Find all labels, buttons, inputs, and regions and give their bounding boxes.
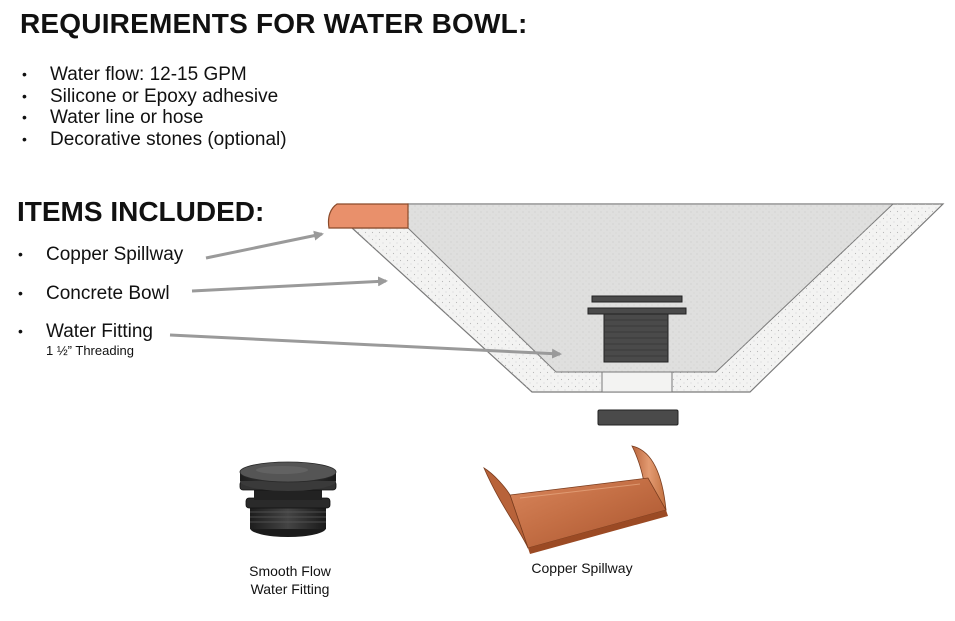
requirement-item: Decorative stones (optional) [22,129,287,151]
fitting-caption-line2: Water Fitting [250,581,330,597]
copper-spillway-lip [327,203,409,229]
water-fitting-product-image [239,461,337,537]
arrow-copper-spillway [205,230,324,260]
bullet-icon: • [18,246,23,262]
requirement-item: Water flow: 12-15 GPM [22,64,287,86]
copper-spillway-product-image [483,445,668,554]
requirements-title: REQUIREMENTS FOR WATER BOWL: [20,8,528,39]
items-included-title: ITEMS INCLUDED: [17,196,265,227]
included-item-label: Copper Spillway [46,244,184,265]
included-item-label: Water Fitting [46,321,153,342]
bullet-icon: • [18,285,23,301]
requirement-item: Silicone or Epoxy adhesive [22,86,287,108]
fitting-caption: Smooth Flow Water Fitting [230,562,350,598]
requirement-item: Water line or hose [22,107,287,129]
included-item-label: Concrete Bowl [46,283,170,304]
bullet-icon: • [18,323,23,339]
water-fitting-cross-section [587,295,687,426]
spillway-caption: Copper Spillway [531,560,633,576]
included-item-sublabel: 1 ½” Threading [46,343,134,358]
arrow-concrete-bowl [191,276,388,293]
callout-arrows [169,230,562,359]
fitting-caption-line1: Smooth Flow [249,563,331,579]
requirements-list: Water flow: 12-15 GPM Silicone or Epoxy … [22,64,287,150]
arrow-water-fitting [169,333,562,359]
